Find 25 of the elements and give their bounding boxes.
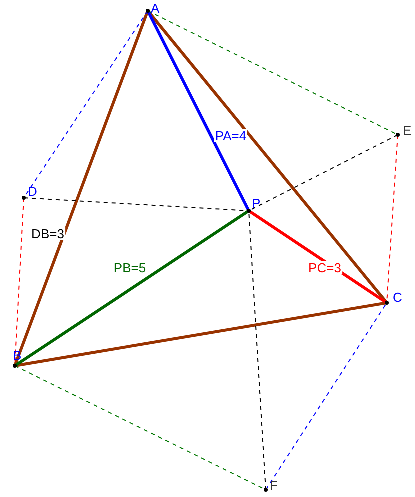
point-label: C bbox=[393, 291, 402, 304]
point-label: F bbox=[270, 479, 278, 492]
edge-label: DB=3 bbox=[30, 228, 66, 240]
point-label: E bbox=[403, 124, 412, 137]
point-dot bbox=[22, 196, 26, 200]
line-segment bbox=[146, 10, 250, 212]
line-segment bbox=[14, 302, 388, 368]
point-label: P bbox=[252, 197, 261, 210]
point-label: D bbox=[28, 185, 38, 198]
line-segment bbox=[14, 210, 250, 368]
edge-label: PA=4 bbox=[214, 130, 248, 142]
point-label: A bbox=[151, 2, 160, 15]
point-dot bbox=[385, 301, 389, 305]
point-label: B bbox=[13, 349, 22, 362]
point-dot bbox=[396, 133, 400, 137]
line-segment bbox=[14, 10, 150, 367]
point-dot bbox=[247, 209, 251, 213]
point-dot bbox=[146, 9, 150, 13]
dashed-line bbox=[266, 302, 388, 490]
edge-label: PC=3 bbox=[308, 262, 342, 274]
point-dot bbox=[264, 488, 268, 492]
edge-label: PB=5 bbox=[112, 262, 148, 274]
line-segment bbox=[248, 210, 388, 304]
point-dot bbox=[13, 364, 17, 368]
dashed-line bbox=[148, 10, 398, 136]
